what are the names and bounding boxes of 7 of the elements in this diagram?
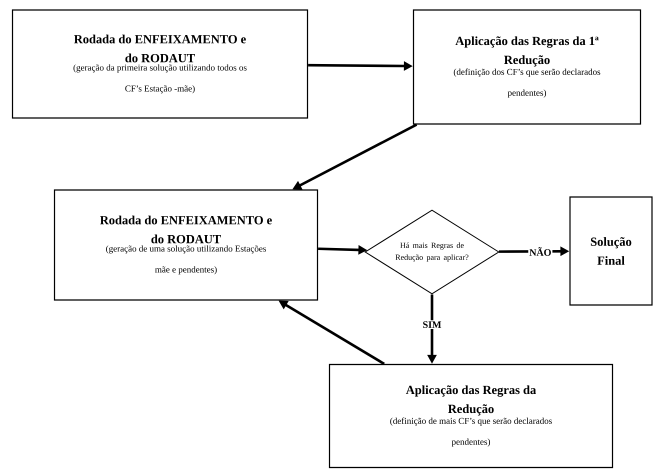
process-box: Solução Final xyxy=(569,196,653,306)
process-box: Aplicação das Regras da Redução (definição de mais CF’s que serão declarados pendentes) xyxy=(328,364,614,468)
process-box: Rodada do ENFEIXAMENTO e do RODAUT (geração da primeira solução utilizando todos os CF’s Estação -mãe) xyxy=(12,9,308,119)
edge-label: NÃO xyxy=(528,246,552,257)
process-box: Rodada do ENFEIXAMENTO e do RODAUT (geração de uma solução utilizando Estações mãe e pendentes) xyxy=(54,189,318,301)
edge-label: SIM xyxy=(422,320,442,329)
process-box: Aplicação das Regras da 1ª Redução (definição dos CF’s que serão declarados pendentes) xyxy=(412,9,642,125)
